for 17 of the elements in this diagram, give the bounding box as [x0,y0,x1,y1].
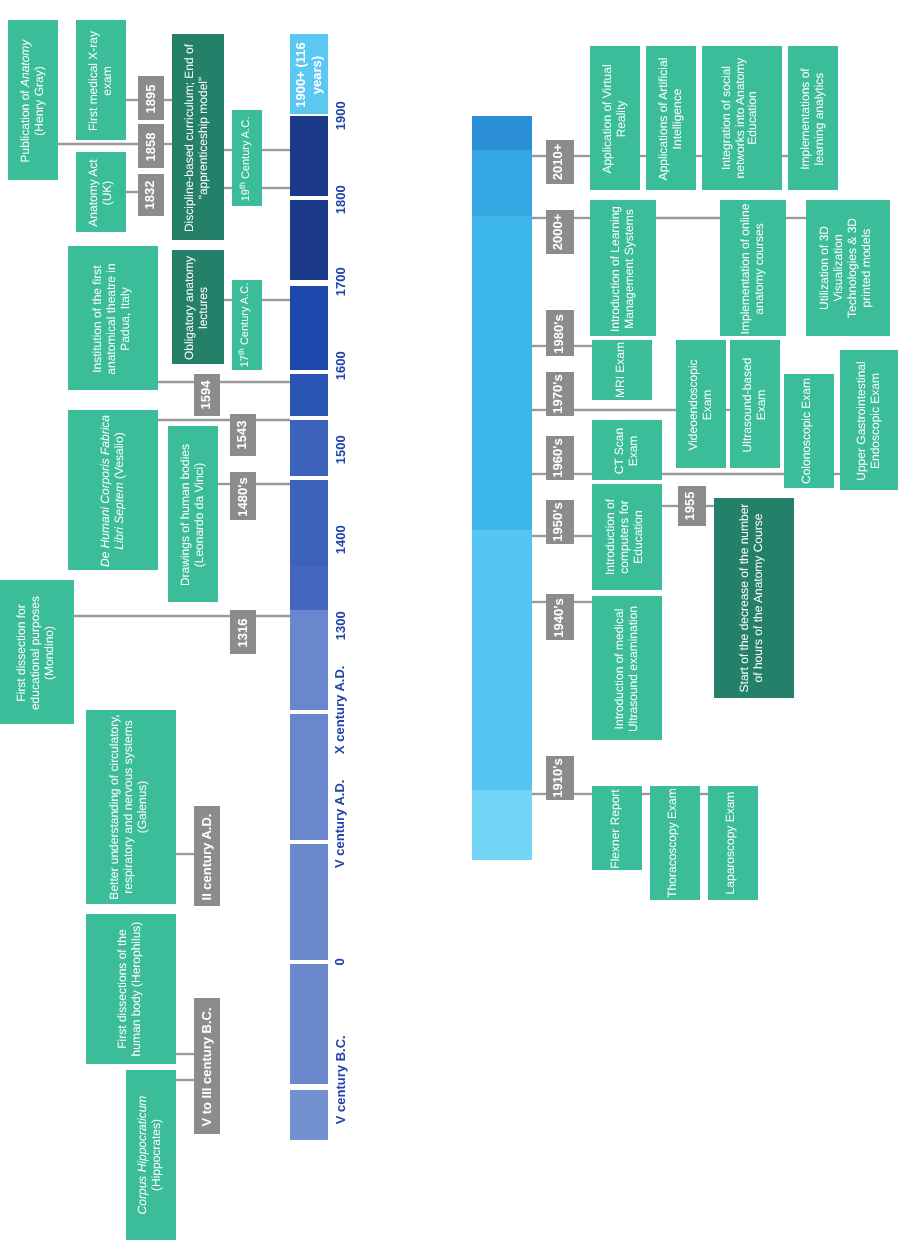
connector-line [220,380,290,384]
timeline-bar [472,116,532,860]
connector-line [74,614,230,618]
timeline-bar [290,116,328,1140]
connector-line [262,148,290,152]
connector-line [262,298,290,302]
connector-line [256,482,290,486]
connector-line [662,472,784,476]
connector-line [158,418,230,422]
connector-line [256,418,290,422]
connector-line [574,408,676,412]
connector-line [256,614,290,618]
connector-line [786,216,806,220]
connector-line [656,216,720,220]
connector-line [262,186,290,190]
connector-line [58,142,138,146]
connector-line [158,380,194,384]
